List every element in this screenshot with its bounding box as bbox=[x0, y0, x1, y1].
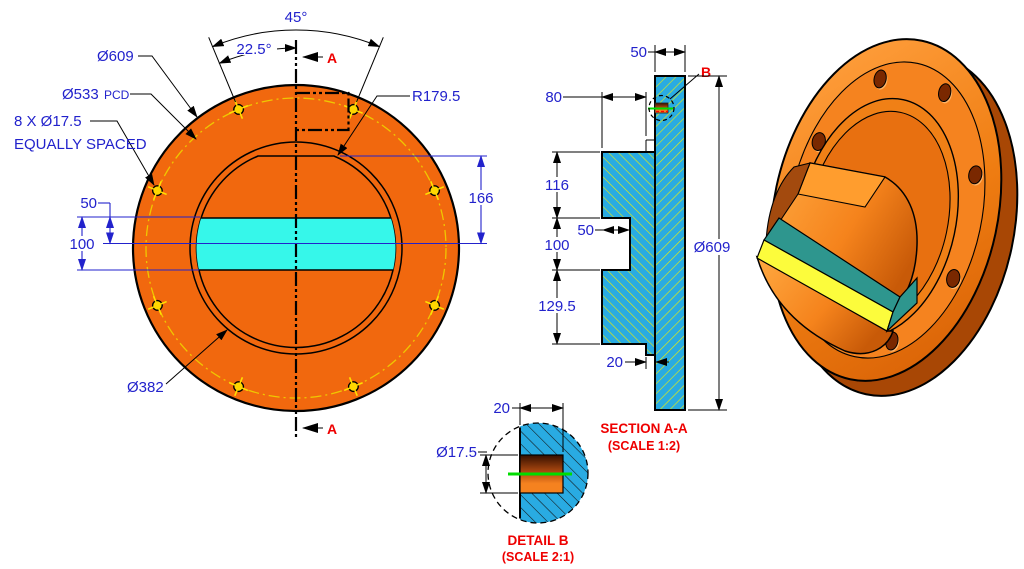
dim-dia609-section: Ø609 bbox=[694, 239, 731, 256]
dim-116: 116 bbox=[545, 177, 569, 194]
detail-scale: (SCALE 2:1) bbox=[502, 550, 574, 564]
section-label-a-top: A bbox=[327, 50, 337, 66]
iso-slot-end-notch bbox=[885, 276, 918, 333]
bolt-holes bbox=[147, 99, 445, 397]
dim-slot-50: 50 bbox=[80, 195, 97, 212]
dim-slot-100: 100 bbox=[69, 236, 94, 253]
dim-dia175: Ø17.5 bbox=[436, 444, 477, 461]
dim-225: 22.5° bbox=[236, 41, 271, 58]
dim-1295: 129.5 bbox=[538, 298, 576, 315]
dim-plate-50: 50 bbox=[630, 44, 647, 61]
section-label-a-bottom: A bbox=[327, 421, 337, 437]
detail-b-boundary bbox=[648, 94, 675, 122]
label-pcd: Ø533 bbox=[62, 86, 99, 103]
label-pcd-suffix: PCD bbox=[104, 88, 130, 102]
label-holes-1: 8 X Ø17.5 bbox=[14, 113, 82, 130]
section-plate bbox=[654, 75, 686, 411]
label-dia609: Ø609 bbox=[97, 48, 134, 65]
iso-view bbox=[755, 38, 1019, 397]
dim-80: 80 bbox=[545, 89, 562, 106]
detail-label-b: B bbox=[701, 64, 711, 80]
section-scale: (SCALE 1:2) bbox=[608, 439, 680, 453]
label-holes-2: EQUALLY SPACED bbox=[14, 136, 147, 153]
section-boss bbox=[601, 151, 656, 356]
dim-20-detail: 20 bbox=[493, 400, 510, 417]
front-extension-lines bbox=[77, 155, 487, 271]
dim-arc-45 bbox=[211, 29, 381, 48]
detail-circle bbox=[487, 422, 589, 524]
section-title: SECTION A-A bbox=[600, 421, 687, 436]
dim-20-pad: 20 bbox=[606, 354, 623, 371]
front-view: A A 45° 22.5° Ø609 Ø533 PCD 8 X Ø17.5 EQ… bbox=[14, 9, 500, 438]
label-dia382: Ø382 bbox=[127, 379, 164, 396]
dim-166: 166 bbox=[468, 190, 493, 207]
dim-slot-depth-50: 50 bbox=[577, 222, 594, 239]
label-r1795: R179.5 bbox=[412, 88, 460, 105]
dim-45: 45° bbox=[285, 9, 308, 26]
iso-boss-lower bbox=[755, 255, 895, 355]
dim-100-section: 100 bbox=[544, 237, 569, 254]
section-cut-line bbox=[294, 40, 350, 438]
detail-title: DETAIL B bbox=[507, 533, 568, 548]
detail-view: 20 Ø17.5 DETAIL B (SCALE 2:1) bbox=[436, 400, 589, 564]
section-view: B 50 80 116 100 129.5 50 20 bbox=[534, 44, 735, 453]
